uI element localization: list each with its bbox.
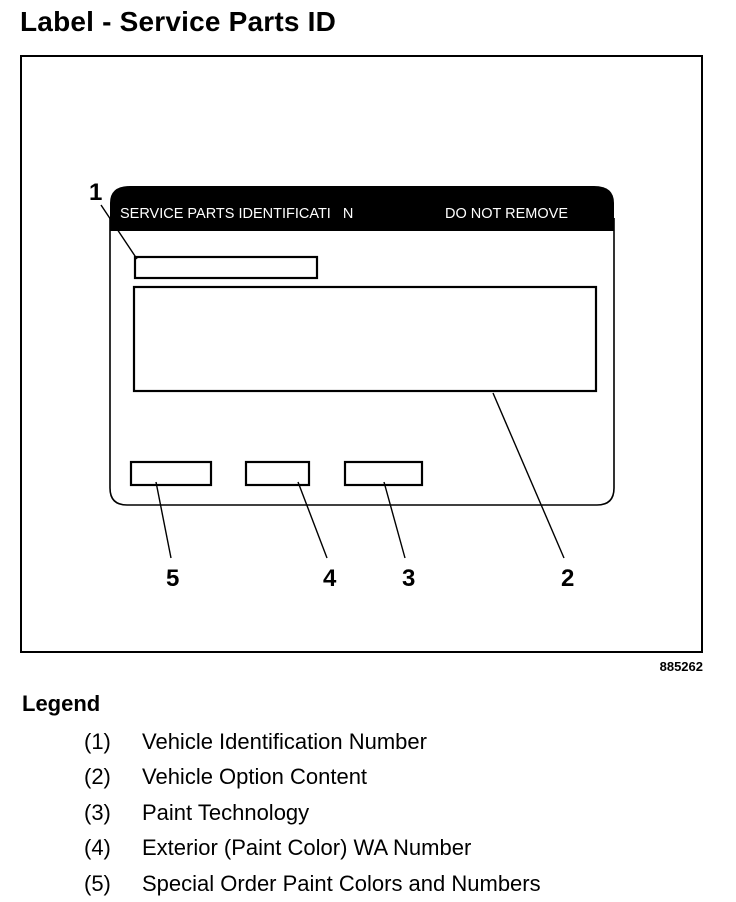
option-content-box — [132, 285, 598, 393]
service-parts-label-diagram: SERVICE PARTS IDENTIFICATI N DO NOT REMO… — [89, 179, 615, 592]
callout-2: 2 — [561, 565, 574, 592]
legend-item-number: (3) — [84, 799, 111, 825]
legend-item-text: Vehicle Option Content — [142, 764, 368, 790]
callout-3: 3 — [402, 565, 415, 592]
wa-number-box — [244, 460, 311, 487]
legend-item: (2) Vehicle Option Content — [84, 760, 541, 796]
legend-item: (4) Exterior (Paint Color) WA Number — [84, 831, 541, 867]
callout-1: 1 — [89, 179, 102, 206]
legend-item-text: Vehicle Identification Number — [142, 728, 427, 754]
paint-technology-box — [343, 460, 424, 487]
legend-item-text: Special Order Paint Colors and Numbers — [142, 870, 541, 896]
callout-5: 5 — [166, 565, 179, 592]
page-title: Label - Service Parts ID — [20, 6, 337, 37]
label-header-text-right: DO NOT REMOVE — [445, 206, 568, 222]
legend-list: (1) Vehicle Identification Number (2) Ve… — [84, 724, 541, 902]
vin-box — [133, 255, 319, 280]
legend-item: (1) Vehicle Identification Number — [84, 724, 541, 760]
label-header-band — [110, 186, 614, 231]
legend-item-number: (1) — [84, 728, 111, 754]
legend-item-number: (5) — [84, 870, 111, 896]
leader-line-4 — [297, 481, 328, 559]
legend-item-text: Exterior (Paint Color) WA Number — [142, 835, 472, 861]
label-outline — [109, 218, 615, 506]
leader-line-2 — [492, 392, 565, 559]
figure-id: 885262 — [659, 659, 703, 674]
legend-item: (5) Special Order Paint Colors and Numbe… — [84, 866, 541, 902]
leader-line-5 — [155, 481, 172, 559]
label-header-text-left: SERVICE PARTS IDENTIFICATI N — [120, 206, 353, 222]
legend-item-number: (2) — [84, 764, 111, 790]
leader-line-1 — [100, 204, 138, 260]
diagram-frame — [20, 55, 703, 653]
callout-4: 4 — [323, 565, 337, 592]
leader-line-3 — [383, 481, 406, 559]
legend-heading: Legend — [22, 691, 101, 716]
legend-item: (3) Paint Technology — [84, 795, 541, 831]
legend-item-number: (4) — [84, 835, 111, 861]
special-order-box — [129, 460, 213, 487]
legend-item-text: Paint Technology — [142, 799, 310, 825]
